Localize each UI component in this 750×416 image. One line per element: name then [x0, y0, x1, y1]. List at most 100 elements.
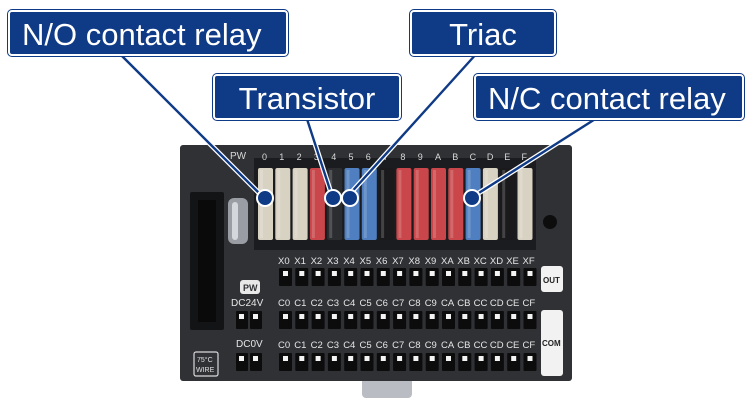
- channel-number: 5: [349, 152, 354, 162]
- terminal-hole: [253, 314, 258, 319]
- terminal-screw: [327, 311, 341, 329]
- x-terminal-label: X0: [278, 256, 290, 267]
- module-8: [396, 168, 412, 240]
- x-terminal-label: X5: [360, 256, 372, 267]
- terminal-hole: [348, 271, 354, 276]
- terminal-hole: [283, 271, 288, 276]
- terminal-hole: [299, 314, 305, 319]
- module-shine: [484, 170, 488, 238]
- c-terminal-label: CB: [457, 340, 470, 351]
- c-terminal-label: C2: [311, 298, 323, 309]
- c-terminal-label: C7: [392, 298, 404, 309]
- terminal-screw: [344, 268, 358, 286]
- dc0v-label: DC0V: [236, 339, 263, 350]
- terminal-screw: [393, 353, 407, 371]
- module-3: [309, 168, 325, 240]
- c-terminal-label: C6: [376, 298, 388, 309]
- callout-triac: Triac: [410, 10, 556, 56]
- terminal-hole: [331, 356, 337, 361]
- x-terminal-label: X3: [327, 256, 339, 267]
- module-A: [431, 168, 446, 240]
- terminal-hole: [364, 271, 370, 276]
- terminal-hole: [478, 271, 484, 276]
- module-F: [517, 168, 533, 240]
- terminal-screw: [490, 311, 504, 329]
- module-E: [500, 168, 516, 240]
- com-label-plate: [541, 310, 563, 376]
- terminal-hole: [380, 271, 386, 276]
- terminal-hole: [446, 314, 451, 319]
- terminal-screw: [425, 311, 439, 329]
- terminal-hole: [511, 314, 517, 319]
- terminal-screw: [507, 268, 521, 286]
- c-terminal-label: CE: [506, 298, 519, 309]
- module-B: [448, 168, 464, 240]
- terminal-screw: [458, 311, 472, 329]
- module-shine: [519, 170, 523, 238]
- x-terminal-label: X9: [425, 256, 437, 267]
- module-2: [292, 168, 308, 240]
- terminal-screw: [507, 353, 521, 371]
- terminal-hole: [511, 356, 517, 361]
- c-terminal-label: CF: [523, 298, 536, 309]
- terminal-screw: [458, 353, 472, 371]
- x-terminal-label: XD: [490, 256, 503, 267]
- module-1: [275, 168, 291, 240]
- c-terminal-label: C9: [425, 298, 437, 309]
- module-7: [379, 168, 395, 240]
- terminal-screw: [295, 353, 309, 371]
- c-terminal-label: C8: [408, 298, 420, 309]
- terminal-hole: [239, 356, 244, 361]
- dc-terminal: [236, 353, 248, 371]
- channel-number: E: [504, 152, 510, 162]
- channel-number: 1: [279, 152, 284, 162]
- terminal-screw: [458, 268, 472, 286]
- x-terminal-label: X2: [311, 256, 323, 267]
- terminal-hole: [315, 271, 321, 276]
- terminal-hole: [315, 314, 321, 319]
- terminal-screw: [311, 353, 325, 371]
- terminal-screw: [344, 353, 358, 371]
- c-terminal-label: C1: [294, 340, 306, 351]
- terminal-screw: [490, 268, 504, 286]
- terminal-screw: [327, 353, 341, 371]
- terminal-screw: [279, 268, 292, 286]
- x-terminal-label: X7: [392, 256, 404, 267]
- c-terminal-label: CC: [474, 340, 488, 351]
- module-shine: [415, 170, 419, 238]
- terminal-hole: [283, 356, 288, 361]
- terminal-hole: [239, 314, 244, 319]
- terminal-hole: [283, 314, 288, 319]
- c-terminal-label: C3: [327, 298, 339, 309]
- dc24v-label: DC24V: [231, 298, 264, 309]
- terminal-screw: [327, 268, 341, 286]
- terminal-hole: [413, 314, 419, 319]
- channel-number: 6: [366, 152, 371, 162]
- terminal-screw: [393, 311, 407, 329]
- callout-transistor: Transistor: [213, 74, 401, 120]
- terminal-hole: [462, 314, 468, 319]
- terminal-hole: [494, 356, 500, 361]
- callout-dots: [256, 189, 481, 207]
- channel-number: 0: [262, 152, 267, 162]
- module-shine: [381, 170, 385, 238]
- c-terminal-label: C2: [311, 340, 323, 351]
- x-terminal-label: XF: [523, 256, 535, 267]
- terminal-hole: [331, 271, 337, 276]
- terminal-screw: [393, 268, 407, 286]
- terminal-screw: [376, 353, 390, 371]
- c-terminal-label: C8: [408, 340, 420, 351]
- terminal-screw: [425, 268, 439, 286]
- terminal-hole: [429, 314, 435, 319]
- terminal-hole: [413, 271, 419, 276]
- terminal-screw: [344, 311, 358, 329]
- terminal-screw: [523, 268, 537, 286]
- callout-nc-contact-relay: N/C contact relay: [474, 74, 744, 120]
- module-shine: [277, 170, 281, 238]
- dc-terminal: [250, 311, 262, 329]
- callout-no-contact-relay: N/O contact relay: [8, 10, 288, 56]
- module-shine: [433, 170, 436, 238]
- c-terminal-label: C0: [278, 298, 290, 309]
- out-label: OUT: [543, 276, 560, 285]
